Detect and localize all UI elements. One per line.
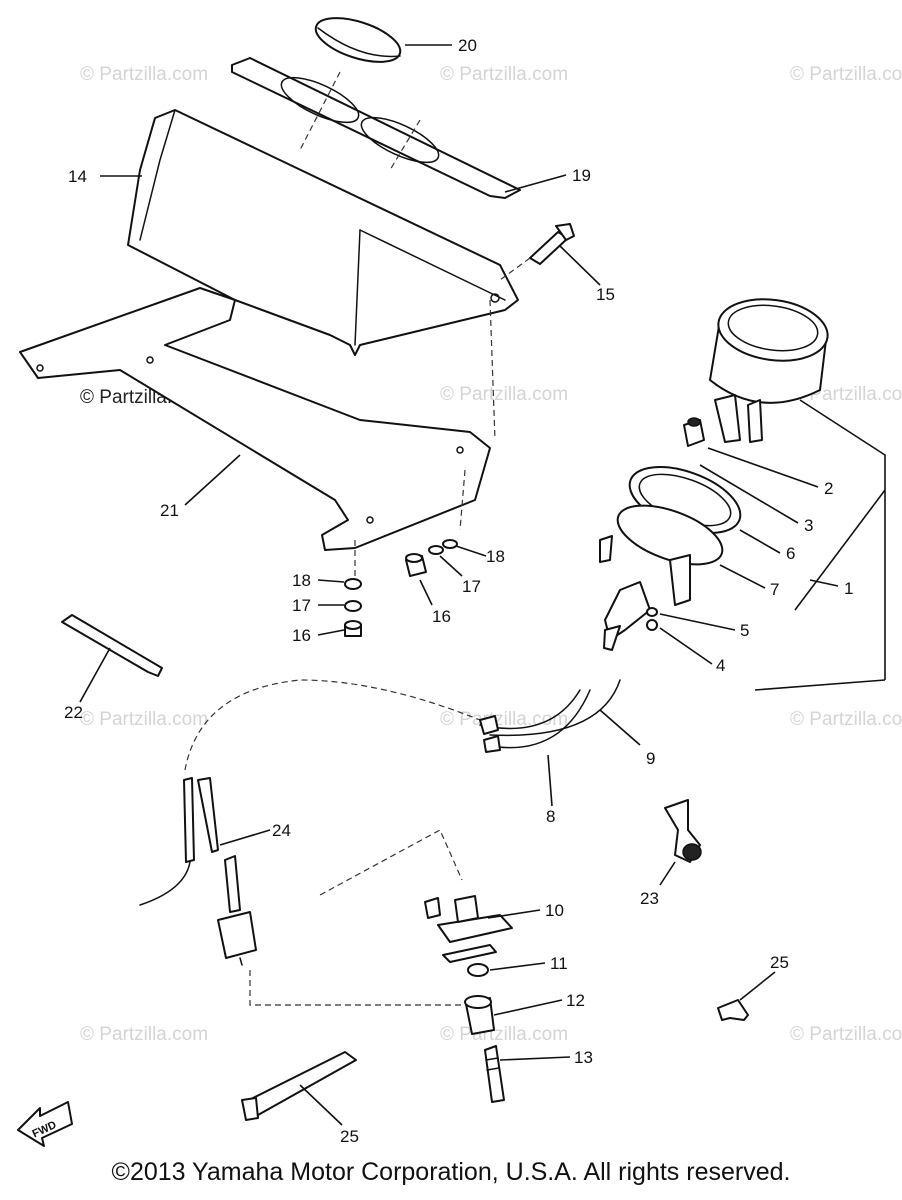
callout-11: 11 bbox=[550, 954, 568, 973]
right-fastener-stack bbox=[405, 539, 458, 577]
part-6-7-gaskets bbox=[599, 466, 742, 606]
part-25-sleeve bbox=[241, 1051, 357, 1121]
callout-6: 6 bbox=[786, 544, 795, 563]
callout-10: 10 bbox=[545, 901, 564, 920]
callout-23: 23 bbox=[640, 889, 659, 908]
left-fastener-stack bbox=[344, 578, 362, 637]
part-22-bar bbox=[61, 614, 163, 677]
watermark: © Partzilla.com bbox=[440, 384, 568, 405]
part-21-bracket bbox=[19, 287, 491, 551]
part-12-gear bbox=[464, 995, 495, 1035]
callout-16-left: 16 bbox=[292, 626, 311, 645]
fwd-arrow-icon: FWD bbox=[17, 1101, 73, 1147]
callout-15: 15 bbox=[596, 285, 615, 304]
callout-21: 21 bbox=[160, 501, 179, 520]
part-13-pinion bbox=[484, 1045, 505, 1103]
callout-4: 4 bbox=[716, 656, 725, 675]
callout-2: 2 bbox=[824, 479, 833, 498]
watermark: © Partzilla.com bbox=[440, 1024, 568, 1045]
copyright-notice: ©2013 Yamaha Motor Corporation, U.S.A. A… bbox=[111, 1158, 791, 1186]
watermark: © Partzilla.com bbox=[80, 1024, 208, 1045]
callout-18-right: 18 bbox=[486, 547, 505, 566]
callout-14: 14 bbox=[68, 167, 87, 186]
callout-25-upper: 25 bbox=[770, 953, 789, 972]
part-1-meter bbox=[709, 298, 829, 443]
callout-7: 7 bbox=[770, 580, 779, 599]
part-23-clamp bbox=[664, 799, 702, 863]
callout-17-left: 17 bbox=[292, 596, 311, 615]
part-15-screw bbox=[529, 223, 575, 265]
part-19-gasket bbox=[231, 57, 521, 199]
callout-3: 3 bbox=[804, 516, 813, 535]
watermark: © Partzilla.com bbox=[790, 709, 902, 730]
watermarks: © Partzilla.com © Partzilla.com © Partzi… bbox=[80, 64, 902, 1045]
part-25-clip bbox=[717, 999, 749, 1021]
watermark: © Partzilla.com bbox=[440, 64, 568, 85]
part-20-lens bbox=[314, 17, 402, 63]
watermark: © Partzilla.com bbox=[80, 64, 208, 85]
callout-5: 5 bbox=[740, 621, 749, 640]
callout-13: 13 bbox=[574, 1048, 593, 1067]
part-24-cable bbox=[139, 777, 257, 966]
watermark: © Partzilla.com bbox=[790, 1024, 902, 1045]
callout-9: 9 bbox=[646, 749, 655, 768]
callout-18-left: 18 bbox=[292, 571, 311, 590]
callout-12: 12 bbox=[566, 991, 585, 1010]
part-2-socket bbox=[683, 417, 705, 447]
callout-16-right: 16 bbox=[432, 607, 451, 626]
callout-25-lower: 25 bbox=[340, 1127, 359, 1146]
part-4-5-hardware bbox=[603, 581, 658, 651]
watermark: © Partzilla.com bbox=[80, 709, 208, 730]
callout-24: 24 bbox=[272, 821, 291, 840]
callout-1: 1 bbox=[844, 579, 853, 598]
part-8-9-wires bbox=[184, 679, 621, 771]
callout-22: 22 bbox=[64, 703, 83, 722]
watermark: © Partzilla.com bbox=[790, 64, 902, 85]
part-10-gear-unit bbox=[424, 895, 513, 943]
callout-19: 19 bbox=[572, 166, 591, 185]
callout-20: 20 bbox=[458, 36, 477, 55]
callout-17-right: 17 bbox=[462, 577, 481, 596]
part-11-seal bbox=[442, 944, 497, 977]
callout-8: 8 bbox=[546, 807, 555, 826]
part-14-housing bbox=[127, 109, 519, 356]
